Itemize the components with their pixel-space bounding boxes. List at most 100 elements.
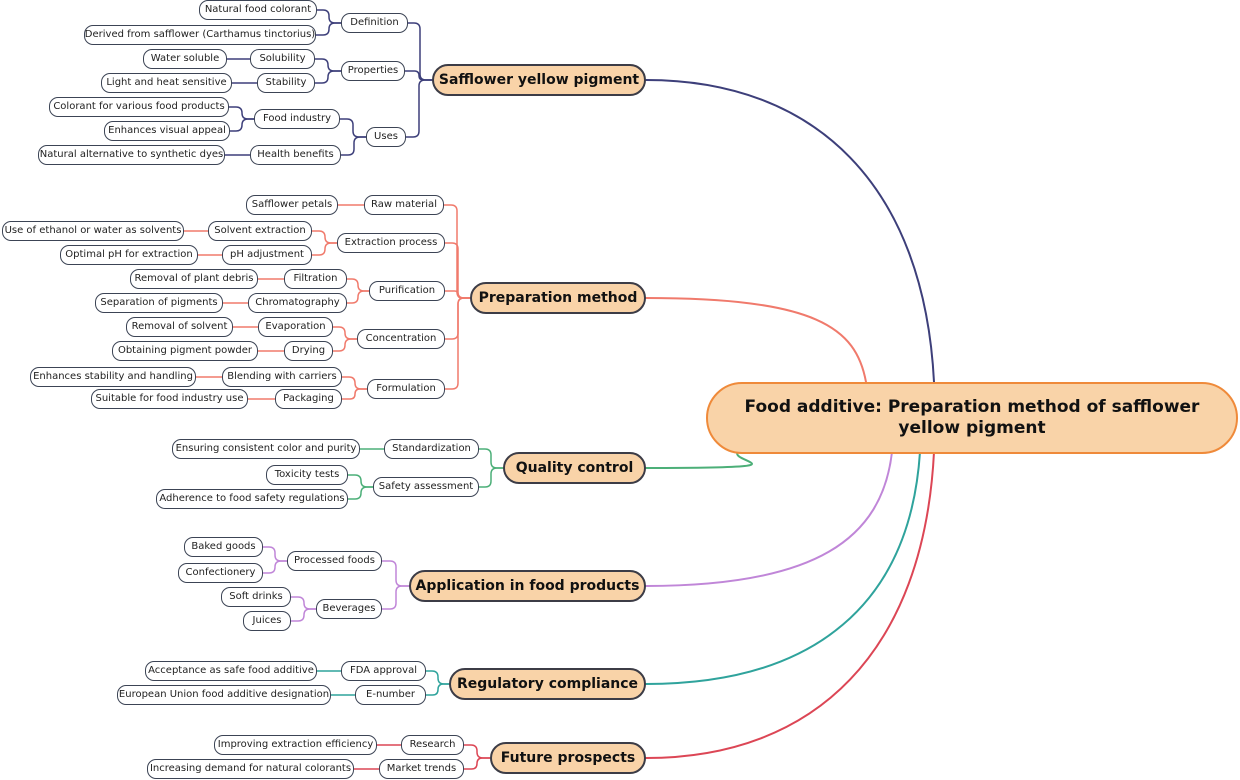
connector-line [405, 79, 433, 138]
connector-line [315, 22, 342, 36]
connector-line [381, 585, 410, 610]
connector-line [443, 204, 471, 299]
subtopic-natural-food-colorant[interactable]: Natural food colorant [199, 0, 317, 20]
subtopic-uses[interactable]: Uses [366, 127, 406, 147]
connector-line [229, 118, 255, 132]
subtopic-concentration[interactable]: Concentration [357, 329, 445, 349]
subtopic-chromatography[interactable]: Chromatography [248, 293, 347, 313]
connector-line [311, 230, 338, 244]
subtopic-extraction-process[interactable]: Extraction process [337, 233, 445, 253]
connector-line [290, 596, 317, 610]
subtopic-standardization[interactable]: Standardization [384, 439, 479, 459]
connector-line [346, 290, 370, 304]
main-topic-safflower[interactable]: Safflower yellow pigment [432, 64, 646, 96]
subtopic-drying[interactable]: Drying [284, 341, 333, 361]
subtopic-natural-alternative[interactable]: Natural alternative to synthetic dyes [38, 145, 225, 165]
subtopic-enhances-visual[interactable]: Enhances visual appeal [104, 121, 230, 141]
subtopic-colorant-various[interactable]: Colorant for various food products [49, 97, 229, 117]
subtopic-e-number[interactable]: E-number [355, 685, 426, 705]
subtopic-safety-assessment[interactable]: Safety assessment [373, 477, 479, 497]
connector-line [314, 58, 342, 72]
subtopic-ph-adjustment[interactable]: pH adjustment [222, 245, 312, 265]
subtopic-fda-approval[interactable]: FDA approval [341, 661, 426, 681]
connector-line [478, 448, 504, 469]
subtopic-toxicity-tests[interactable]: Toxicity tests [266, 465, 348, 485]
connector-line [332, 338, 358, 352]
subtopic-safflower-petals[interactable]: Safflower petals [246, 195, 338, 215]
connector-line [340, 136, 367, 156]
connector-line [314, 70, 342, 84]
connector-line [347, 486, 374, 500]
connector-line [262, 546, 288, 562]
connector-line [341, 388, 368, 400]
subtopic-filtration[interactable]: Filtration [284, 269, 347, 289]
subtopic-improving-efficiency[interactable]: Improving extraction efficiency [214, 735, 377, 755]
connector-line [262, 560, 288, 574]
subtopic-health-benefits[interactable]: Health benefits [250, 145, 341, 165]
connector-line [425, 683, 450, 696]
subtopic-derived-from-safflower[interactable]: Derived from safflower (Carthamus tincto… [84, 25, 316, 45]
subtopic-confectionery[interactable]: Confectionery [178, 563, 263, 583]
connector-line [339, 118, 367, 138]
branch-connector [645, 451, 935, 759]
subtopic-obtaining-powder[interactable]: Obtaining pigment powder [112, 341, 258, 361]
subtopic-soft-drinks[interactable]: Soft drinks [221, 587, 291, 607]
connector-line [381, 560, 410, 587]
subtopic-market-trends[interactable]: Market trends [379, 759, 464, 779]
subtopic-solvent-extraction[interactable]: Solvent extraction [208, 221, 312, 241]
subtopic-beverages[interactable]: Beverages [316, 599, 382, 619]
subtopic-evaporation[interactable]: Evaporation [258, 317, 333, 337]
central-topic[interactable]: Food additive: Preparation method of saf… [706, 382, 1238, 454]
main-topic-future[interactable]: Future prospects [490, 742, 646, 774]
branch-connector [645, 451, 753, 469]
subtopic-consistent-color[interactable]: Ensuring consistent color and purity [172, 439, 360, 459]
subtopic-separation-pigments[interactable]: Separation of pigments [95, 293, 223, 313]
main-topic-quality[interactable]: Quality control [503, 452, 646, 484]
main-topic-application[interactable]: Application in food products [409, 570, 646, 602]
subtopic-research[interactable]: Research [401, 735, 464, 755]
subtopic-ethanol-water[interactable]: Use of ethanol or water as solvents [2, 221, 184, 241]
connector-line [444, 242, 471, 299]
connector-line [404, 70, 433, 81]
subtopic-removal-debris[interactable]: Removal of plant debris [130, 269, 258, 289]
main-topic-preparation[interactable]: Preparation method [470, 282, 646, 314]
subtopic-juices[interactable]: Juices [243, 611, 291, 631]
subtopic-food-industry[interactable]: Food industry [254, 109, 340, 129]
connector-line [332, 326, 358, 340]
subtopic-stability[interactable]: Stability [257, 73, 315, 93]
branch-connector [645, 297, 867, 383]
subtopic-raw-material[interactable]: Raw material [364, 195, 444, 215]
connector-line [444, 297, 471, 390]
connector-line [341, 376, 368, 390]
subtopic-solubility[interactable]: Solubility [250, 49, 315, 69]
connector-line [346, 278, 370, 292]
subtopic-adherence-regulations[interactable]: Adherence to food safety regulations [156, 489, 348, 509]
connector-line [463, 757, 491, 770]
branch-connector [645, 79, 935, 383]
branch-connector [645, 451, 921, 685]
main-topic-regulatory[interactable]: Regulatory compliance [449, 668, 646, 700]
subtopic-optimal-ph[interactable]: Optimal pH for extraction [60, 245, 198, 265]
subtopic-acceptance-safe[interactable]: Acceptance as safe food additive [145, 661, 317, 681]
subtopic-purification[interactable]: Purification [369, 281, 445, 301]
connector-line [463, 744, 491, 759]
connector-line [311, 242, 338, 256]
subtopic-packaging[interactable]: Packaging [275, 389, 342, 409]
subtopic-definition[interactable]: Definition [341, 13, 408, 33]
connector-line [478, 467, 504, 488]
subtopic-enhances-stability[interactable]: Enhances stability and handling [30, 367, 196, 387]
subtopic-blending-carriers[interactable]: Blending with carriers [222, 367, 342, 387]
connector-line [425, 670, 450, 685]
subtopic-removal-solvent[interactable]: Removal of solvent [126, 317, 233, 337]
subtopic-processed-foods[interactable]: Processed foods [287, 551, 382, 571]
subtopic-eu-designation[interactable]: European Union food additive designation [117, 685, 331, 705]
subtopic-increasing-demand[interactable]: Increasing demand for natural colorants [147, 759, 354, 779]
subtopic-water-soluble[interactable]: Water soluble [143, 49, 227, 69]
subtopic-baked-goods[interactable]: Baked goods [184, 537, 263, 557]
subtopic-formulation[interactable]: Formulation [367, 379, 445, 399]
subtopic-light-heat-sensitive[interactable]: Light and heat sensitive [101, 73, 232, 93]
subtopic-suitable-food-industry[interactable]: Suitable for food industry use [91, 389, 248, 409]
subtopic-properties[interactable]: Properties [341, 61, 405, 81]
